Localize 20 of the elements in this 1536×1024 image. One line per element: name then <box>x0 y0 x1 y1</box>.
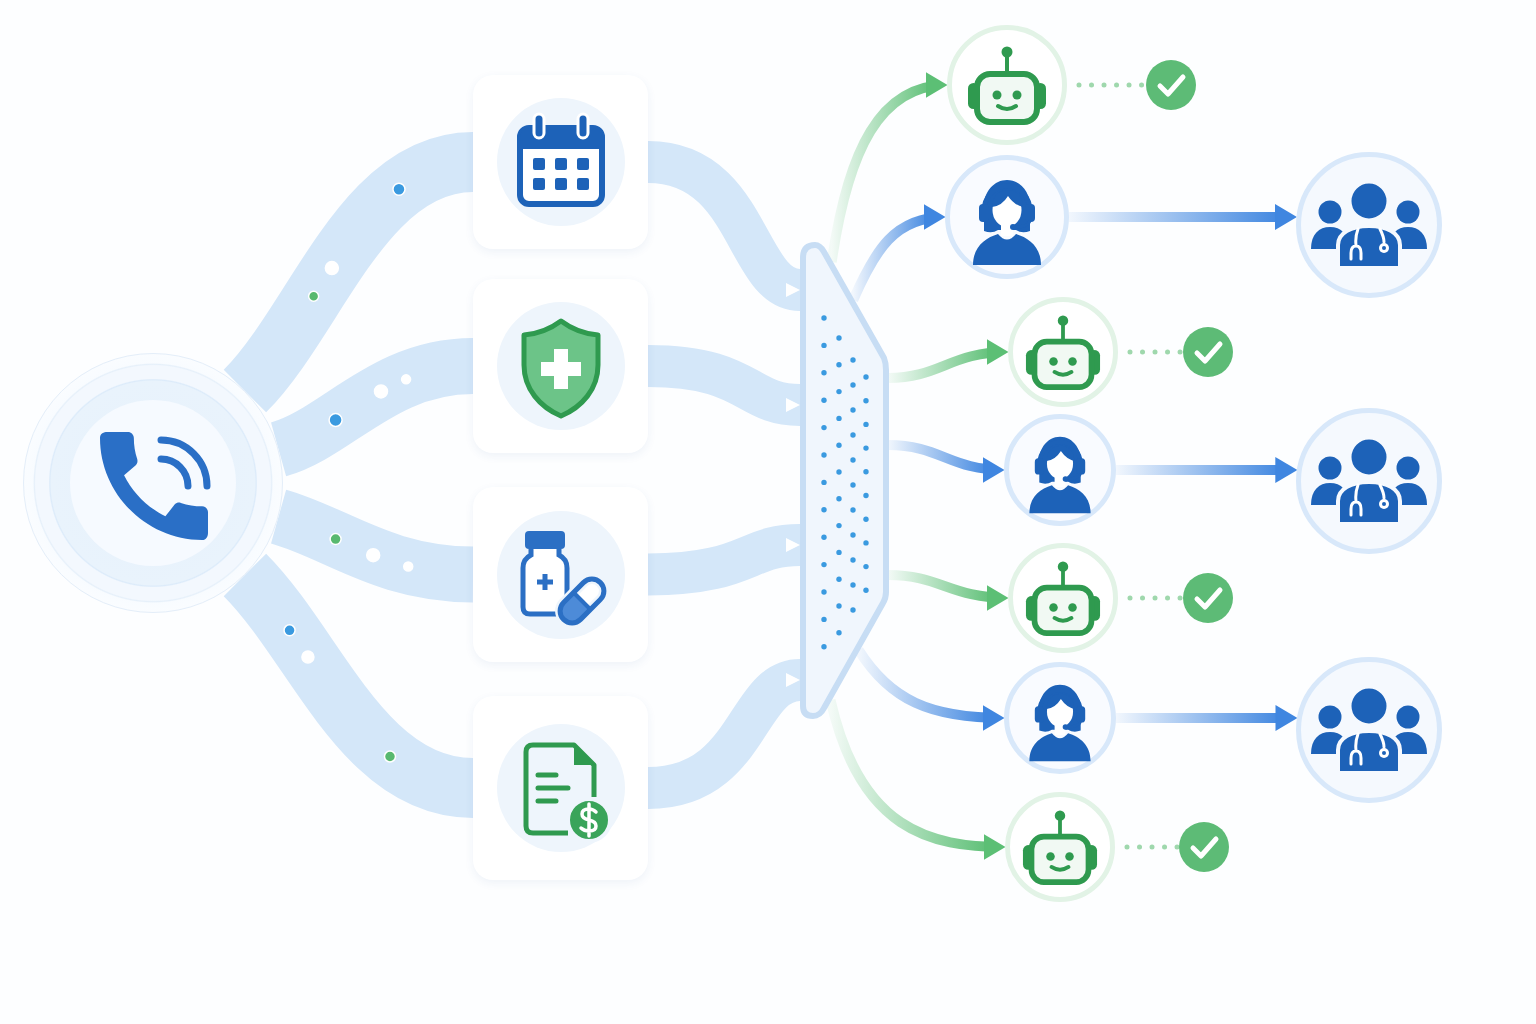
flow-band <box>269 338 475 476</box>
flow-band <box>647 345 802 426</box>
arrow <box>1116 457 1298 483</box>
category-card <box>473 696 648 880</box>
check-icon <box>1183 327 1233 377</box>
category-card <box>473 75 648 249</box>
arrow <box>848 205 946 303</box>
check-icon <box>1179 822 1229 872</box>
arrow <box>854 647 1005 731</box>
flow-band <box>647 524 801 596</box>
filter-panel <box>798 240 890 722</box>
arrow <box>825 698 1006 860</box>
check-icon <box>1183 573 1233 623</box>
arrow <box>1116 705 1298 731</box>
category-card <box>473 279 648 453</box>
category-card <box>473 487 648 662</box>
check-icon <box>1146 60 1196 110</box>
flow-band <box>270 489 475 603</box>
arrow <box>1069 204 1297 230</box>
arrow <box>826 73 948 263</box>
